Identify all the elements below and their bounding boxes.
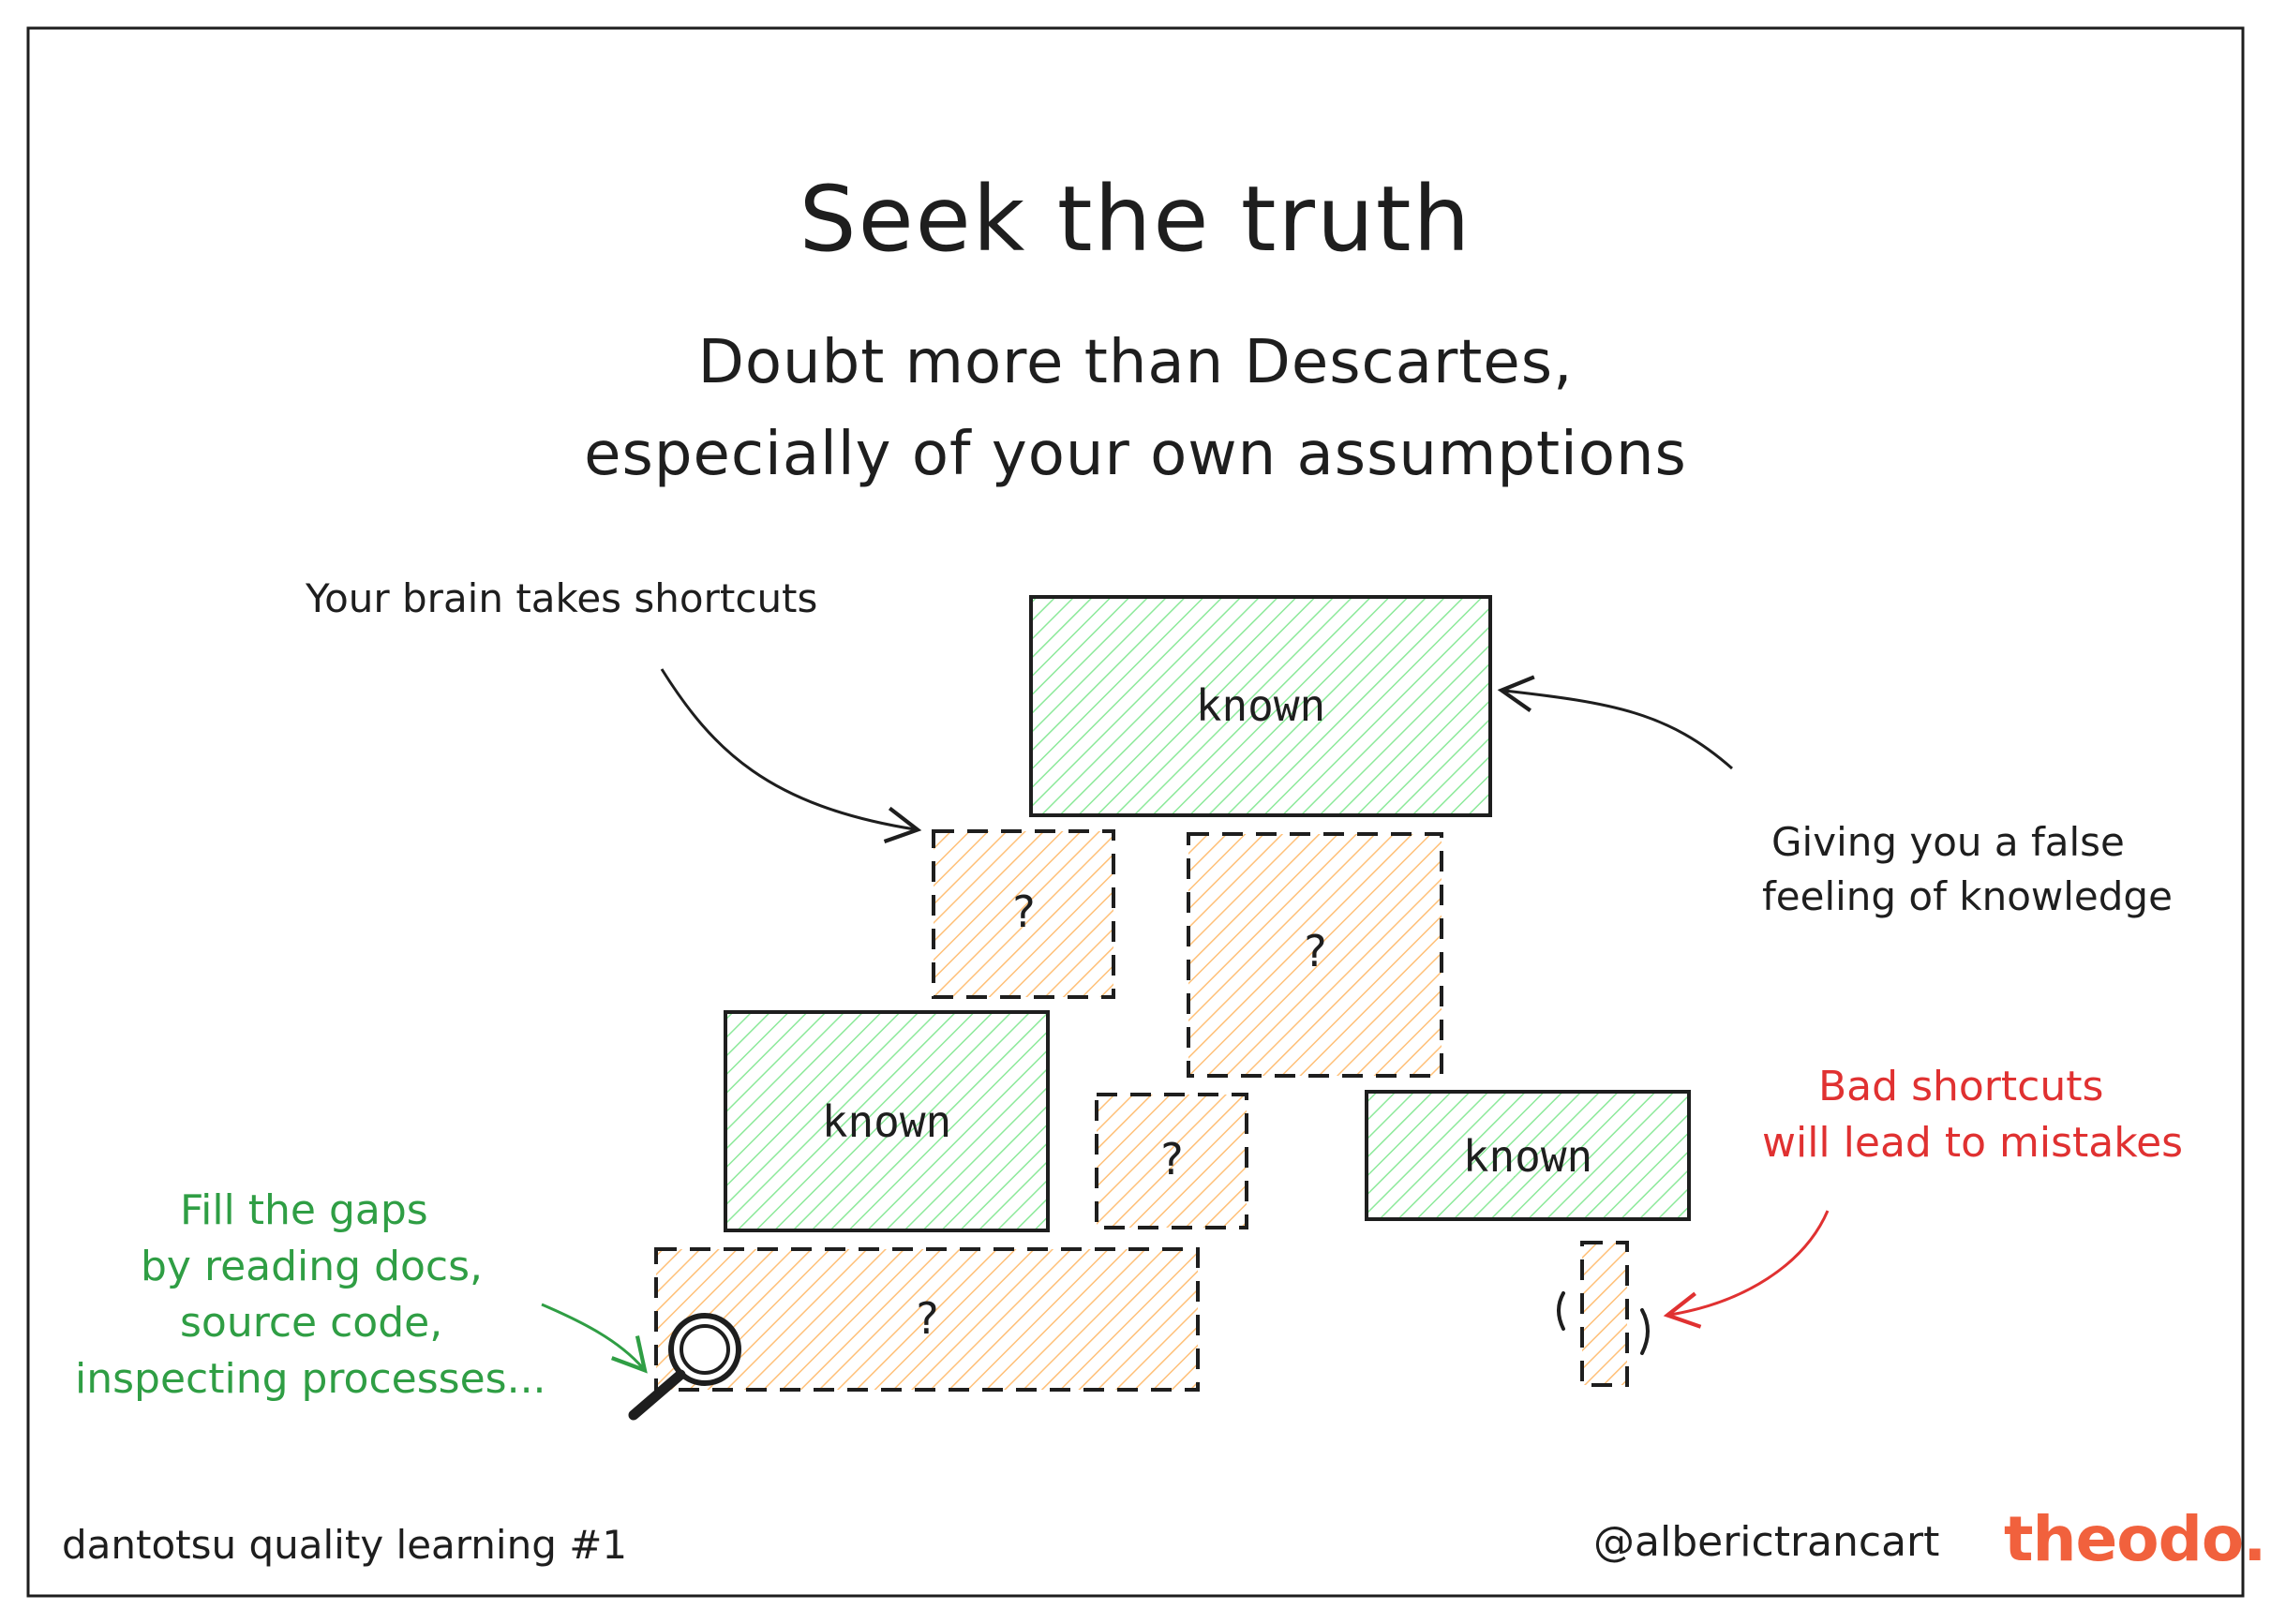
subtitle-line-1: Doubt more than Descartes, (697, 328, 1574, 397)
unknown-label-2: ? (1302, 926, 1328, 976)
annotation-bad-shortcuts-line-1: Bad shortcuts (1818, 1063, 2104, 1110)
unknown-box-1 (932, 829, 1115, 999)
annotation-fill-gaps-line-3: source code, (180, 1299, 443, 1347)
known-label-top: known (1195, 680, 1326, 731)
card-border (26, 26, 2245, 1598)
theodo-logo: theodo. (2004, 1503, 2266, 1575)
annotation-false-feeling-line-2: feeling of knowledge (1762, 873, 2173, 919)
known-box-right (1365, 1090, 1691, 1221)
known-label-right: known (1462, 1131, 1593, 1182)
bracket-right (1640, 1308, 1650, 1355)
footer-author-handle: @alberictrancart (1593, 1518, 1940, 1566)
unknown-box-small (1580, 1241, 1629, 1387)
known-box-left (724, 1010, 1050, 1232)
arrow-brain-shortcuts (660, 668, 922, 843)
subtitle-line-2: especially of your own assumptions (584, 420, 1687, 489)
annotation-false-feeling-line-1: Giving you a false (1771, 819, 2125, 865)
unknown-label-1: ? (1010, 886, 1037, 937)
known-box-top (1029, 595, 1492, 817)
annotation-bad-shortcuts-line-2: will lead to mistakes (1762, 1119, 2184, 1167)
annotation-fill-gaps-line-2: by reading docs, (141, 1243, 484, 1290)
arrow-bad-shortcuts (1663, 1210, 1830, 1329)
arrow-fill-gaps (541, 1303, 648, 1374)
known-label-left: known (821, 1096, 952, 1147)
unknown-box-2 (1187, 832, 1443, 1078)
unknown-box-4 (654, 1247, 1200, 1392)
magnifier-icon (628, 1313, 741, 1421)
unknown-box-3 (1095, 1093, 1248, 1229)
annotation-fill-gaps-line-1: Fill the gaps (180, 1186, 428, 1234)
arrow-false-feeling (1497, 675, 1733, 770)
page-title: Seek the truth (799, 167, 1472, 272)
unknown-label-3: ? (1158, 1134, 1185, 1184)
annotation-brain-shortcuts: Your brain takes shortcuts (306, 575, 818, 621)
annotation-fill-gaps-line-4: inspecting processes... (75, 1355, 546, 1403)
unknown-label-4: ? (914, 1293, 940, 1344)
bracket-left (1557, 1291, 1565, 1331)
footer-series-label: dantotsu quality learning #1 (62, 1522, 628, 1568)
